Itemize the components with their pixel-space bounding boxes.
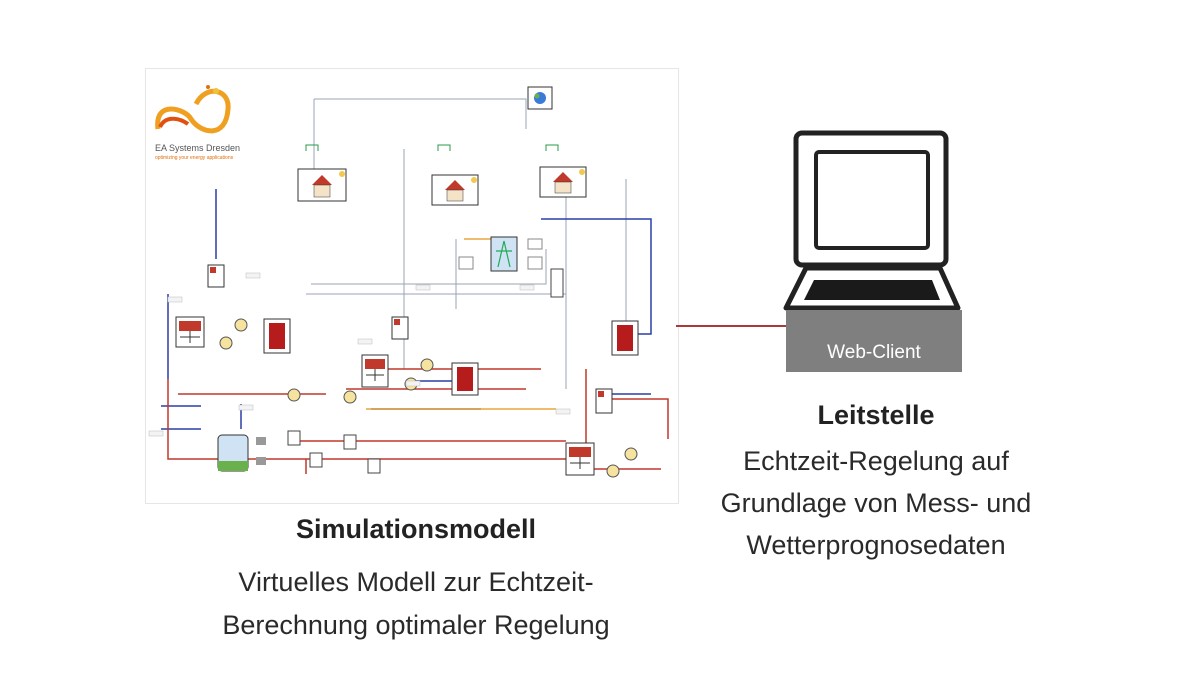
schematic-drawing <box>148 85 669 478</box>
orange-lines <box>366 238 556 410</box>
control-center-description-line-1: Echtzeit-Regelung auf <box>743 446 1009 476</box>
green-markers <box>305 144 559 151</box>
red-pipes <box>167 368 669 474</box>
blue-pipes <box>161 189 652 430</box>
control-center-title: Leitstelle <box>817 400 935 430</box>
ea-systems-logo <box>155 85 231 134</box>
power-grid-block <box>458 236 564 298</box>
logo-company-name: EA Systems Dresden <box>155 143 241 153</box>
building-blocks <box>297 166 587 206</box>
web-client-label: Web-Client <box>827 342 921 363</box>
storage-units <box>263 318 639 396</box>
control-center-description-line-3: Wetterprognosedaten <box>746 530 1006 560</box>
simulation-model-description-line-1: Virtuelles Modell zur Echtzeit- <box>238 567 594 597</box>
simulation-model-title: Simulationsmodell <box>295 514 537 544</box>
simulation-model-description-line-2: Berechnung optimaler Regelung <box>222 610 610 640</box>
boiler-units <box>175 316 595 476</box>
control-modules <box>207 264 613 414</box>
connection-line <box>676 325 788 327</box>
signal-lines <box>306 98 627 389</box>
weather-station-icon <box>527 86 553 110</box>
laptop-icon <box>783 130 962 372</box>
tank-pump-group <box>217 430 381 474</box>
logo-tagline: optimizing your energy applications <box>155 155 234 161</box>
control-center-description-line-2: Grundlage von Mess- und <box>720 488 1032 518</box>
simulation-model-diagram: EA Systems Dresden optimizing your energ… <box>145 68 679 504</box>
label-tags <box>148 272 571 437</box>
